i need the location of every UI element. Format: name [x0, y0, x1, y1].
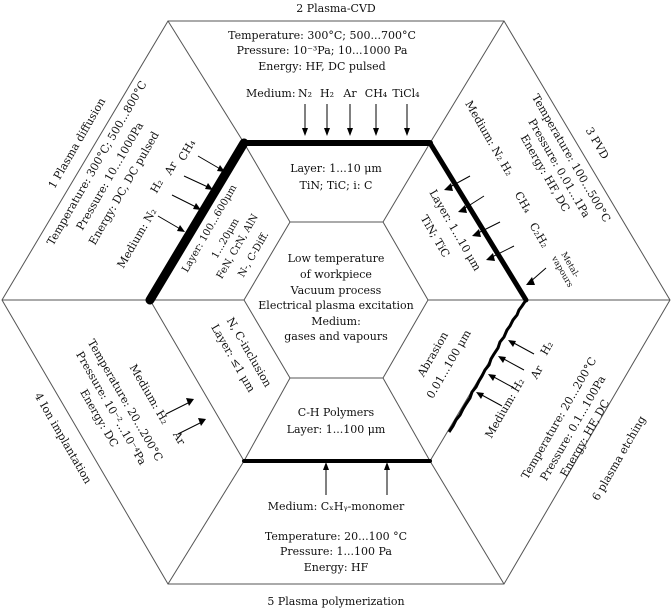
center-block: Low temperature of workpiece Vacuum proc… — [258, 252, 413, 343]
center-line-1: Low temperature — [288, 252, 385, 265]
diffusion-title: 1 Plasma diffusion — [46, 96, 108, 191]
plasma-cvd-gas-5: TiCl₄ — [392, 87, 420, 100]
segment-plasma-diffusion: 1 Plasma diffusion Temperature: 300°C; 5… — [44, 79, 271, 281]
polymer-medium: Medium: CₓHᵧ-monomer — [268, 500, 405, 513]
polymer-layer: Layer: 1...100 μm — [287, 423, 386, 436]
center-line-4: Electrical plasma excitation — [258, 299, 413, 312]
diffusion-gas-ch4: CH₄ — [176, 137, 199, 163]
plasma-cvd-pressure: Pressure: 10⁻³Pa; 10...1000 Pa — [237, 44, 408, 57]
plasma-cvd-gas-3: Ar — [342, 87, 357, 100]
center-line-5: Medium: — [311, 315, 361, 328]
inner-spoke-1 — [243, 142, 291, 223]
diffusion-gas-ar: Ar — [162, 159, 181, 178]
layer-edge-top-right — [427, 140, 529, 303]
spoke-bottom-left — [167, 460, 245, 585]
segment-plasma-cvd: 2 Plasma-CVD Temperature: 300°C; 500...7… — [228, 2, 420, 192]
abrasion-edge — [447, 299, 528, 433]
segment-pvd: 3 PVD Temperature: 100...500°C Pressure:… — [418, 92, 613, 289]
plasma-cvd-medium-label: Medium: — [246, 87, 296, 100]
plasma-cvd-gas-1: N₂ — [298, 87, 312, 100]
plasma-cvd-temperature: Temperature: 300°C; 500...700°C — [228, 29, 416, 42]
segment-plasma-polymerization: C-H Polymers Layer: 1...100 μm Medium: C… — [265, 406, 407, 608]
center-line-6: gases and vapours — [284, 330, 388, 343]
polymer-label: C-H Polymers — [298, 406, 375, 419]
polymer-title: 5 Plasma polymerization — [267, 595, 404, 608]
plasma-cvd-layer: Layer: 1...10 μm — [290, 162, 382, 175]
inner-spoke-5 — [243, 377, 291, 462]
diffusion-medium-label: Medium: N₂ — [115, 206, 160, 271]
inner-spoke-2 — [382, 142, 431, 223]
polymer-pressure: Pressure: 1...100 Pa — [280, 545, 392, 558]
segment-plasma-etching: Abrasion 0.01...100 μm H₂ Ar Medium: H₂ … — [414, 327, 648, 503]
inner-spoke-4 — [382, 377, 431, 462]
pvd-title: 3 PVD — [583, 125, 612, 162]
spoke-top-right — [429, 20, 505, 144]
plasma-cvd-gas-2: H₂ — [320, 87, 334, 100]
etching-gas-ar: Ar — [528, 363, 547, 382]
diffusion-gas-h2: H₂ — [148, 177, 166, 196]
layer-edge-top-left — [145, 138, 249, 305]
pvd-medium-label: Medium: N₂ H₂ — [462, 98, 516, 178]
segment-ion-implantation: N, C-inclusion Layer: ≤1 μm Medium: H₂ A… — [32, 315, 275, 486]
plasma-cvd-title: 2 Plasma-CVD — [296, 2, 376, 15]
plasma-cvd-layer-materials: TiN; TiC; i: C — [300, 179, 373, 192]
plasma-cvd-energy: Energy: HF, DC pulsed — [258, 60, 385, 73]
center-line-3: Vacuum process — [290, 284, 382, 297]
etching-medium-label: Medium: H₂ — [483, 376, 528, 441]
pvd-gas-ch4: CH₄ — [512, 189, 535, 215]
pvd-gas-c2h2: C₂H₂ — [527, 220, 552, 250]
ion-gas-ar: Ar — [170, 428, 189, 447]
etching-gas-h2: H₂ — [538, 339, 556, 358]
polymer-temperature: Temperature: 20...100 °C — [265, 530, 407, 543]
spoke-bottom-right — [429, 460, 505, 585]
spoke-top-left — [167, 20, 245, 144]
plasma-cvd-gas-4: CH₄ — [365, 87, 388, 100]
polymer-energy: Energy: HF — [304, 561, 369, 574]
center-line-2: of workpiece — [300, 268, 372, 281]
